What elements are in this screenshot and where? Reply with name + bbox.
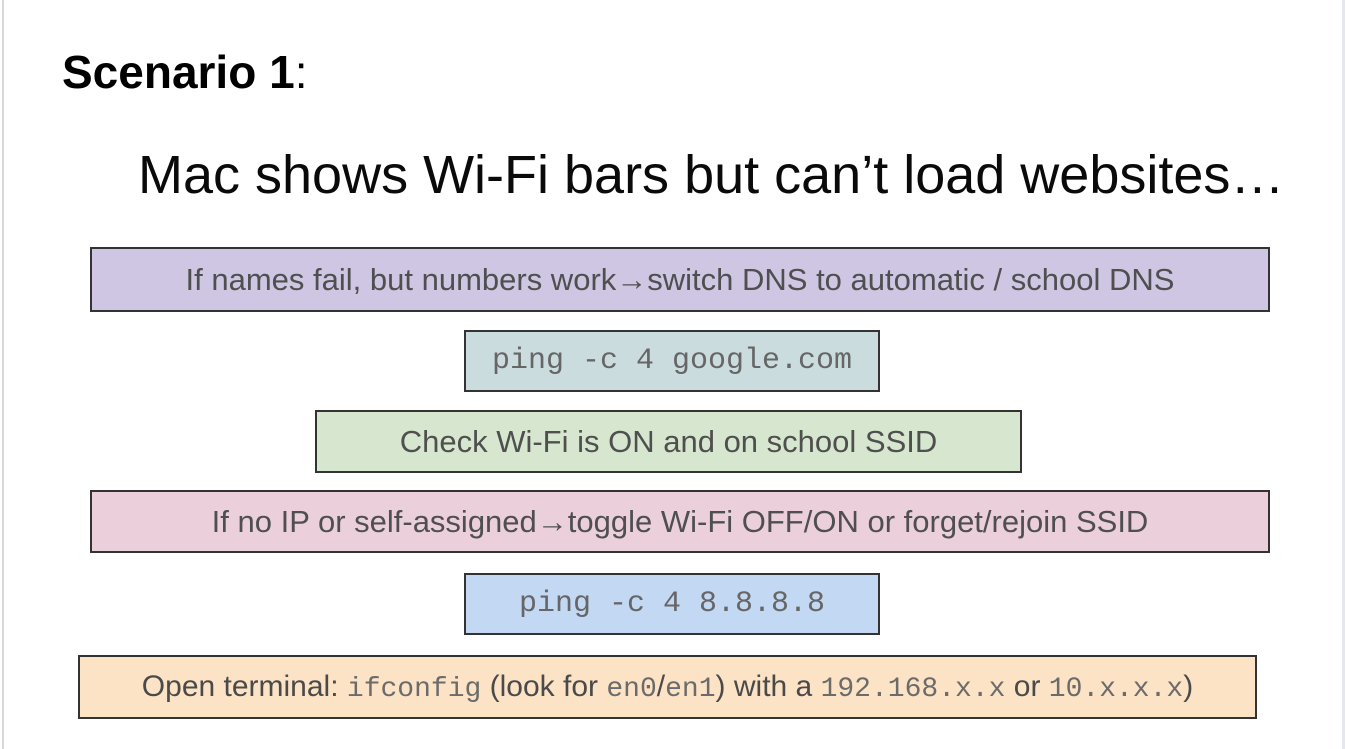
terminal-segment-en1: en1 bbox=[665, 673, 716, 705]
terminal-segment-closeparen: ) bbox=[1183, 669, 1194, 703]
flow-box-ping-google-command: ping -c 4 google.com bbox=[491, 344, 853, 378]
flow-box-ping-8888[interactable]: ping -c 4 8.8.8.8 bbox=[464, 573, 880, 635]
flow-box-ping-google[interactable]: ping -c 4 google.com bbox=[464, 330, 880, 392]
flow-box-open-terminal[interactable]: Open terminal: ifconfig (look for en0/en… bbox=[78, 655, 1257, 719]
terminal-segment-or: or bbox=[1005, 669, 1049, 703]
canvas-right-edge-line bbox=[1342, 0, 1345, 749]
canvas-left-edge-line bbox=[2, 0, 4, 749]
terminal-segment-ip192: 192.168.x.x bbox=[820, 673, 1006, 705]
terminal-segment-en0: en0 bbox=[606, 673, 657, 705]
slide-title[interactable]: Scenario 1: bbox=[62, 46, 307, 99]
flow-box-check-wifi[interactable]: Check Wi-Fi is ON and on school SSID bbox=[315, 410, 1022, 473]
flow-box-ping-8888-command: ping -c 4 8.8.8.8 bbox=[518, 587, 826, 621]
slide-subtitle[interactable]: Mac shows Wi-Fi bars but can’t load webs… bbox=[138, 145, 1285, 205]
flow-box-dns-switch-label: If names fail, but numbers work→switch D… bbox=[185, 261, 1175, 297]
terminal-segment-lookfor: (look for bbox=[481, 669, 607, 703]
slide-title-text: Scenario 1 bbox=[62, 46, 295, 98]
terminal-segment-ip10: 10.x.x.x bbox=[1048, 673, 1184, 705]
flow-box-check-wifi-label: Check Wi-Fi is ON and on school SSID bbox=[399, 423, 938, 459]
terminal-segment-ifconfig: ifconfig bbox=[346, 673, 482, 705]
slide-title-colon: : bbox=[294, 46, 308, 98]
terminal-segment-witha: ) with a bbox=[715, 669, 821, 703]
terminal-segment-open: Open terminal: bbox=[141, 669, 347, 703]
terminal-segment-slash: / bbox=[656, 669, 666, 703]
flow-box-open-terminal-label: Open terminal: ifconfig (look for en0/en… bbox=[142, 670, 1193, 705]
flow-box-toggle-wifi-label: If no IP or self-assigned→toggle Wi-Fi O… bbox=[211, 503, 1149, 539]
flow-box-toggle-wifi[interactable]: If no IP or self-assigned→toggle Wi-Fi O… bbox=[90, 490, 1270, 553]
flow-box-dns-switch[interactable]: If names fail, but numbers work→switch D… bbox=[90, 247, 1270, 312]
